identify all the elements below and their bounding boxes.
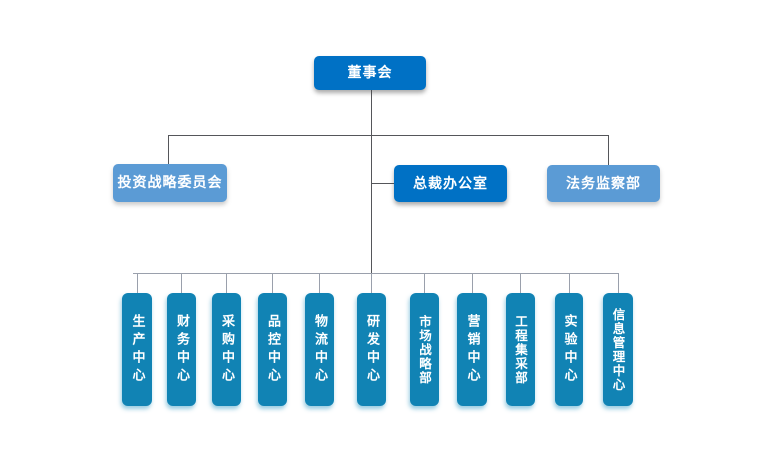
connector-stub-6 bbox=[371, 273, 372, 293]
connector-level2-right bbox=[608, 135, 609, 165]
connector-stub-8 bbox=[472, 273, 473, 293]
org-node-board: 董事会 bbox=[314, 56, 426, 90]
org-node-logistics-center: 物流中心 bbox=[305, 293, 334, 406]
connector-stub-3 bbox=[226, 273, 227, 293]
connector-stub-11 bbox=[618, 273, 619, 293]
org-node-information-management-center: 信息管理中心 bbox=[603, 293, 633, 406]
org-node-marketing-center: 营销中心 bbox=[457, 293, 487, 406]
org-node-production-center: 生产中心 bbox=[122, 293, 152, 406]
connector-stub-9 bbox=[520, 273, 521, 293]
connector-level3-bus bbox=[133, 273, 619, 274]
org-node-finance-center: 财务中心 bbox=[167, 293, 196, 406]
connector-stub-1 bbox=[137, 273, 138, 293]
org-node-legal-supervision-dept: 法务监察部 bbox=[547, 165, 660, 202]
connector-president-stub bbox=[371, 183, 394, 184]
org-node-rnd-center: 研发中心 bbox=[357, 293, 386, 406]
connector-stub-2 bbox=[181, 273, 182, 293]
connector-stub-10 bbox=[569, 273, 570, 293]
org-node-market-strategy-dept: 市场战略部 bbox=[410, 293, 439, 406]
connector-stub-4 bbox=[272, 273, 273, 293]
org-node-president-office: 总裁办公室 bbox=[394, 165, 507, 202]
connector-stub-7 bbox=[424, 273, 425, 293]
org-node-engineering-procurement-dept: 工程集采部 bbox=[506, 293, 535, 406]
org-node-experiment-center: 实验中心 bbox=[555, 293, 583, 406]
org-node-quality-control-center: 品控中心 bbox=[258, 293, 287, 406]
connector-stub-5 bbox=[319, 273, 320, 293]
connector-root-drop bbox=[371, 90, 372, 135]
connector-level2-bus bbox=[168, 135, 609, 136]
org-node-procurement-center: 采购中心 bbox=[212, 293, 241, 406]
connector-level2-left bbox=[168, 135, 169, 164]
connector-center-drop bbox=[371, 135, 372, 273]
org-node-investment-strategy-committee: 投资战略委员会 bbox=[113, 164, 227, 202]
